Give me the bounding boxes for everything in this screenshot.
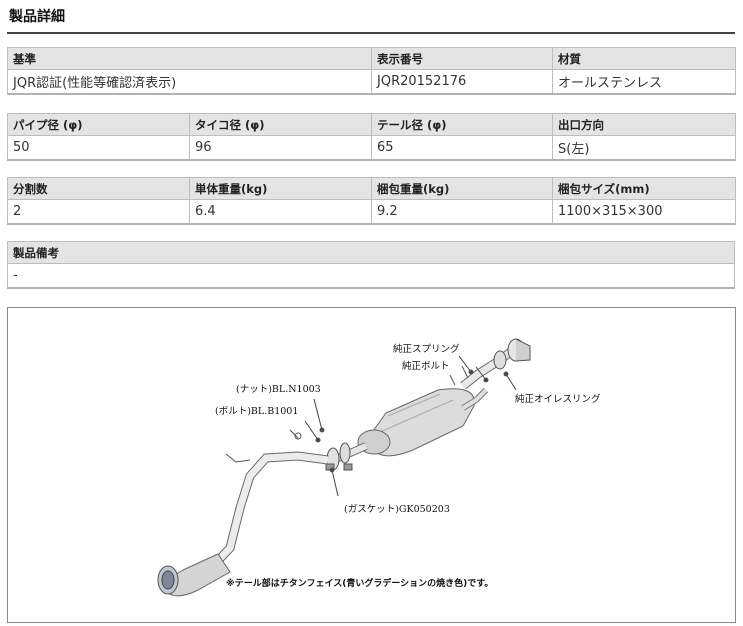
callout-nut: (ナット)BL.N1003 — [236, 384, 321, 395]
header-silencer-diameter: タイコ径 (φ) — [189, 113, 372, 136]
value-pipe-diameter: 50 — [7, 135, 190, 161]
spec-table-weights: 分割数 単体重量(kg) 梱包重量(kg) 梱包サイズ(mm) 2 6.4 9.… — [7, 177, 736, 225]
exhaust-illustration — [157, 338, 531, 597]
header-product-notes: 製品備考 — [7, 241, 735, 264]
header-standard: 基準 — [7, 47, 372, 70]
value-exit-direction: S(左) — [552, 135, 736, 161]
header-material: 材質 — [552, 47, 736, 70]
value-standard: JQR認証(性能等確認済表示) — [7, 69, 372, 95]
value-display-number: JQR20152176 — [371, 69, 553, 95]
header-tail-diameter: テール径 (φ) — [371, 113, 553, 136]
callout-bolt: 純正ボルト — [402, 361, 450, 372]
spec-table-notes: 製品備考 - — [7, 241, 735, 289]
spec-table-diameters: パイプ径 (φ) タイコ径 (φ) テール径 (φ) 出口方向 50 96 65… — [7, 113, 736, 161]
header-package-size: 梱包サイズ(mm) — [552, 177, 736, 200]
value-package-size: 1100×315×300 — [552, 199, 736, 225]
header-package-weight: 梱包重量(kg) — [371, 177, 553, 200]
title-divider — [7, 32, 735, 34]
exhaust-diagram: 純正スプリング 純正ボルト 純正オイレスリング (ナット)BL.N1003 (ボ… — [7, 307, 736, 623]
callout-bolt-part: (ボルト)BL.B1001 — [215, 406, 299, 417]
header-unit-weight: 単体重量(kg) — [189, 177, 372, 200]
value-package-weight: 9.2 — [371, 199, 553, 225]
header-pieces: 分割数 — [7, 177, 190, 200]
value-product-notes: - — [7, 263, 735, 289]
callout-oil-ring: 純正オイレスリング — [515, 394, 601, 405]
callout-spring: 純正スプリング — [393, 344, 460, 355]
header-display-number: 表示番号 — [371, 47, 553, 70]
callout-gasket: (ガスケット)GK050203 — [344, 504, 450, 515]
value-unit-weight: 6.4 — [189, 199, 372, 225]
section-title: 製品詳細 — [9, 9, 65, 25]
value-silencer-diameter: 96 — [189, 135, 372, 161]
header-exit-direction: 出口方向 — [552, 113, 736, 136]
value-pieces: 2 — [7, 199, 190, 225]
tail-finish-note: ※テール部はチタンフェイス(青いグラデーションの焼き色)です。 — [226, 579, 494, 589]
header-pipe-diameter: パイプ径 (φ) — [7, 113, 190, 136]
value-material: オールステンレス — [552, 69, 736, 95]
value-tail-diameter: 65 — [371, 135, 553, 161]
spec-table-standard: 基準 表示番号 材質 JQR認証(性能等確認済表示) JQR20152176 オ… — [7, 47, 736, 95]
